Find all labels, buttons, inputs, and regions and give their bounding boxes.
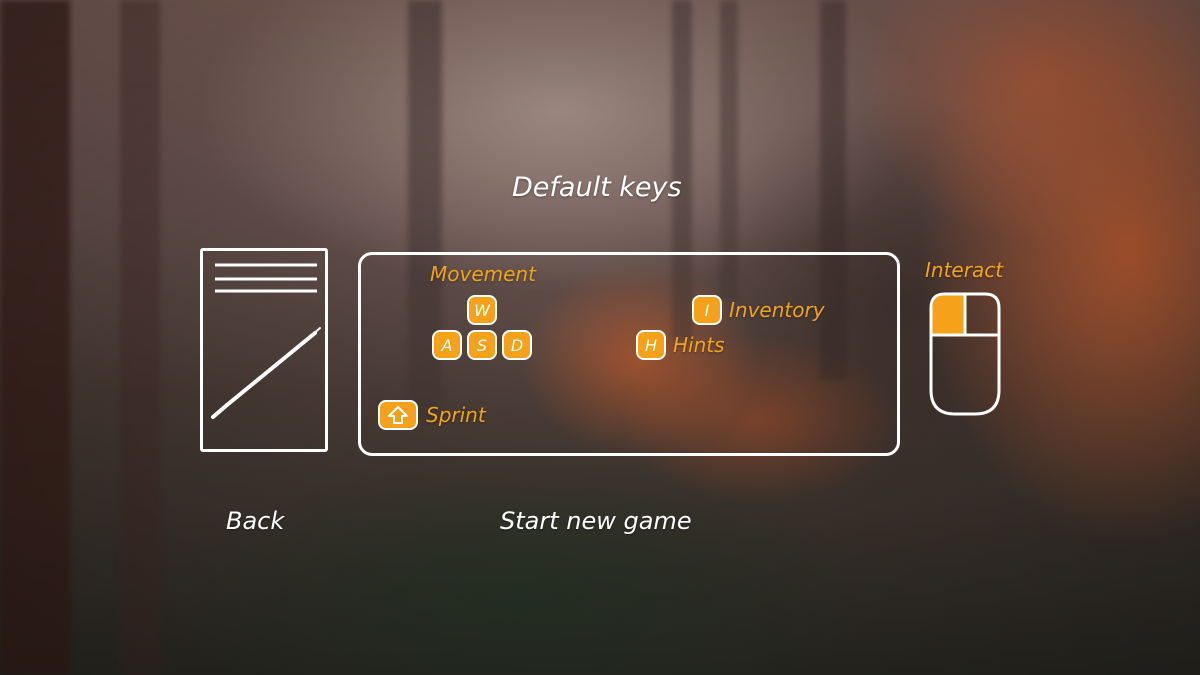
sprint-label: Sprint bbox=[426, 403, 486, 427]
controls-panel bbox=[358, 252, 900, 456]
movement-label: Movement bbox=[430, 262, 536, 286]
key-i: I bbox=[692, 295, 722, 325]
mouse-left-button-icon bbox=[929, 292, 1001, 420]
hints-label: Hints bbox=[673, 333, 725, 357]
key-h: H bbox=[636, 330, 666, 360]
screen-title: Default keys bbox=[512, 172, 682, 203]
tree-trunk bbox=[0, 0, 70, 675]
notepad-with-pencil-icon bbox=[200, 248, 328, 452]
back-button[interactable]: Back bbox=[226, 507, 285, 535]
interact-label: Interact bbox=[925, 258, 1004, 282]
key-s: S bbox=[467, 330, 497, 360]
inventory-label: Inventory bbox=[729, 298, 825, 322]
key-a: A bbox=[432, 330, 462, 360]
key-d: D bbox=[502, 330, 532, 360]
key-w: W bbox=[467, 295, 497, 325]
tree-trunk bbox=[720, 0, 738, 300]
shift-arrow-icon bbox=[378, 400, 418, 430]
start-new-game-button[interactable]: Start new game bbox=[500, 507, 692, 535]
tree-trunk bbox=[820, 0, 846, 380]
tree-trunk bbox=[120, 0, 160, 675]
tree-trunk bbox=[672, 0, 692, 340]
